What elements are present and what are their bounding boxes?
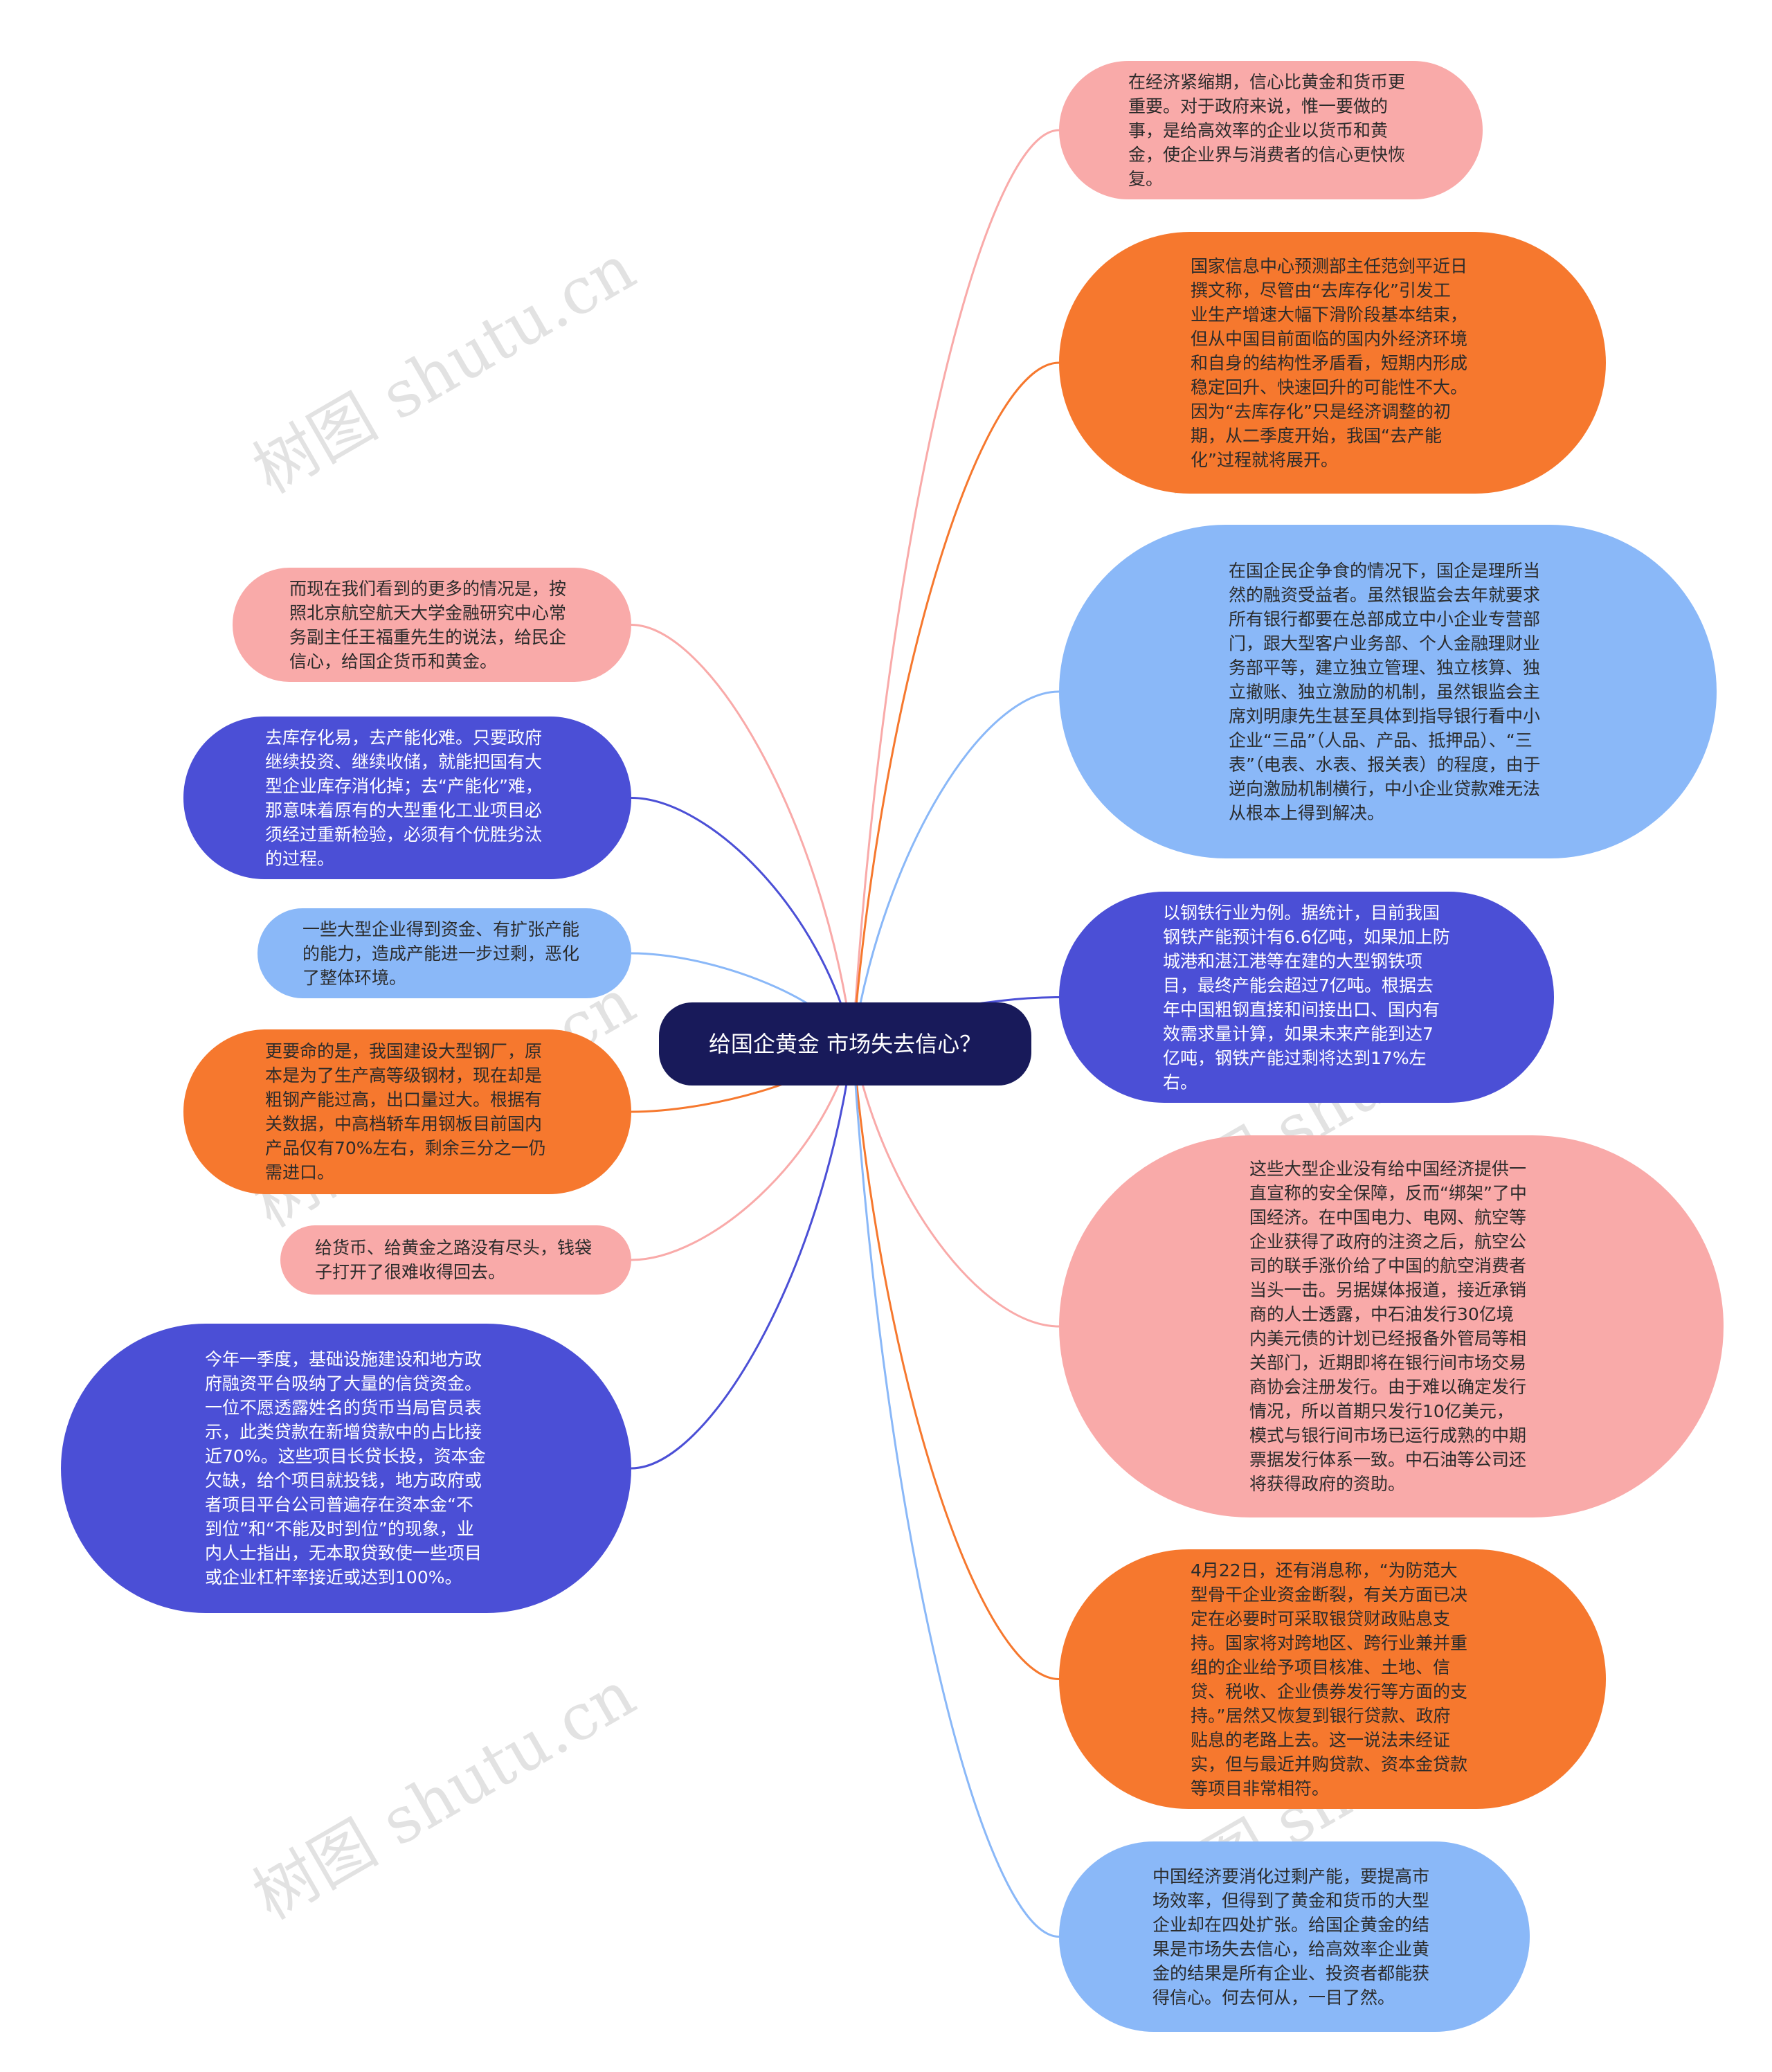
topic-node-expansion-capacity[interactable]: 一些大型企业得到资金、有扩张产能的能力，造成产能进一步过剩，恶化了整体环境。 — [257, 908, 631, 998]
connector-l6 — [631, 1043, 854, 1470]
topic-node-text: 4月22日，还有消息称，“为防范大型骨干企业资金断裂，有关方面已决定在必要时可采… — [1191, 1560, 1468, 1799]
topic-node-text: 给货币、给黄金之路没有尽头，钱袋子打开了很难收得回去。 — [315, 1238, 593, 1282]
root-topic[interactable]: 给国企黄金 市场失去信心？ — [659, 1002, 1031, 1085]
topic-node-text: 一些大型企业得到资金、有扩张产能的能力，造成产能进一步过剩，恶化了整体环境。 — [302, 919, 580, 988]
topic-node-soe-financing[interactable]: 在国企民企争食的情况下，国企是理所当然的融资受益者。虽然银监会去年就要求所有银行… — [1059, 525, 1717, 858]
connector-l2 — [631, 797, 854, 1045]
topic-node-steel-overcapacity[interactable]: 以钢铁行业为例。据统计，目前我国钢铁产能预计有6.6亿吨，如果加上防城港和湛江港… — [1059, 892, 1554, 1103]
connector-r5 — [851, 1043, 1060, 1328]
connector-r3 — [851, 690, 1060, 1045]
topic-node-april-22-news[interactable]: 4月22日，还有消息称，“为防范大型骨干企业资金断裂，有关方面已决定在必要时可采… — [1059, 1549, 1606, 1809]
connector-r1 — [851, 129, 1060, 1045]
topic-node-destocking-forecast[interactable]: 国家信息中心预测部主任范剑平近日撰文称，尽管由“去库存化”引发工业生产增速大幅下… — [1059, 232, 1606, 494]
connector-r6 — [851, 1043, 1060, 1680]
topic-node-destocking-easy[interactable]: 去库存化易，去产能化难。只要政府继续投资、继续收储，就能把国有大型企业库存消化掉… — [183, 717, 631, 879]
topic-node-large-enterprises[interactable]: 这些大型企业没有给中国经济提供一直宣称的安全保障，反而“绑架”了中国经济。在中国… — [1059, 1135, 1724, 1517]
topic-node-text: 在国企民企争食的情况下，国企是理所当然的融资受益者。虽然银监会去年就要求所有银行… — [1229, 560, 1541, 823]
topic-node-text: 去库存化易，去产能化难。只要政府继续投资、继续收储，就能把国有大型企业库存消化掉… — [265, 727, 543, 869]
topic-node-text: 国家信息中心预测部主任范剑平近日撰文称，尽管由“去库存化”引发工业生产增速大幅下… — [1191, 255, 1468, 470]
topic-node-text: 更要命的是，我国建设大型钢厂，原本是为了生产高等级钢材，现在却是粗钢产能过高，出… — [265, 1041, 546, 1182]
topic-node-text: 以钢铁行业为例。据统计，目前我国钢铁产能预计有6.6亿吨，如果加上防城港和湛江港… — [1163, 902, 1450, 1092]
connector-l1 — [631, 624, 854, 1045]
topic-node-q1-credit[interactable]: 今年一季度，基础设施建设和地方政府融资平台吸纳了大量的信贷资金。一位不愿透露姓名… — [61, 1324, 631, 1613]
topic-node-text: 这些大型企业没有给中国经济提供一直宣称的安全保障，反而“绑架”了中国经济。在中国… — [1249, 1159, 1527, 1494]
topic-node-confidence-first[interactable]: 在经济紧缩期，信心比黄金和货币更重要。对于政府来说，惟一要做的事，是给高效率的企… — [1059, 61, 1483, 199]
topic-node-text: 在经济紧缩期，信心比黄金和货币更重要。对于政府来说，惟一要做的事，是给高效率的企… — [1128, 71, 1406, 189]
connector-r2 — [851, 361, 1060, 1045]
topic-node-money-purse[interactable]: 给货币、给黄金之路没有尽头，钱袋子打开了很难收得回去。 — [280, 1225, 631, 1295]
topic-node-market-efficiency[interactable]: 中国经济要消化过剩产能，要提高市场效率，但得到了黄金和货币的大型企业却在四处扩张… — [1059, 1841, 1530, 2032]
topic-node-steel-export[interactable]: 更要命的是，我国建设大型钢厂，原本是为了生产高等级钢材，现在却是粗钢产能过高，出… — [183, 1029, 631, 1194]
connector-r7 — [851, 1043, 1060, 1938]
topic-node-text: 中国经济要消化过剩产能，要提高市场效率，但得到了黄金和货币的大型企业却在四处扩张… — [1152, 1866, 1430, 2008]
topic-node-text: 而现在我们看到的更多的情况是，按照北京航空航天大学金融研究中心常务副主任王福重先… — [289, 578, 567, 672]
connector-l5 — [631, 1043, 854, 1261]
root-topic-label: 给国企黄金 市场失去信心？ — [708, 1031, 982, 1057]
topic-node-private-confidence[interactable]: 而现在我们看到的更多的情况是，按照北京航空航天大学金融研究中心常务副主任王福重先… — [233, 568, 631, 682]
topic-node-text: 今年一季度，基础设施建设和地方政府融资平台吸纳了大量的信贷资金。一位不愿透露姓名… — [205, 1349, 486, 1587]
